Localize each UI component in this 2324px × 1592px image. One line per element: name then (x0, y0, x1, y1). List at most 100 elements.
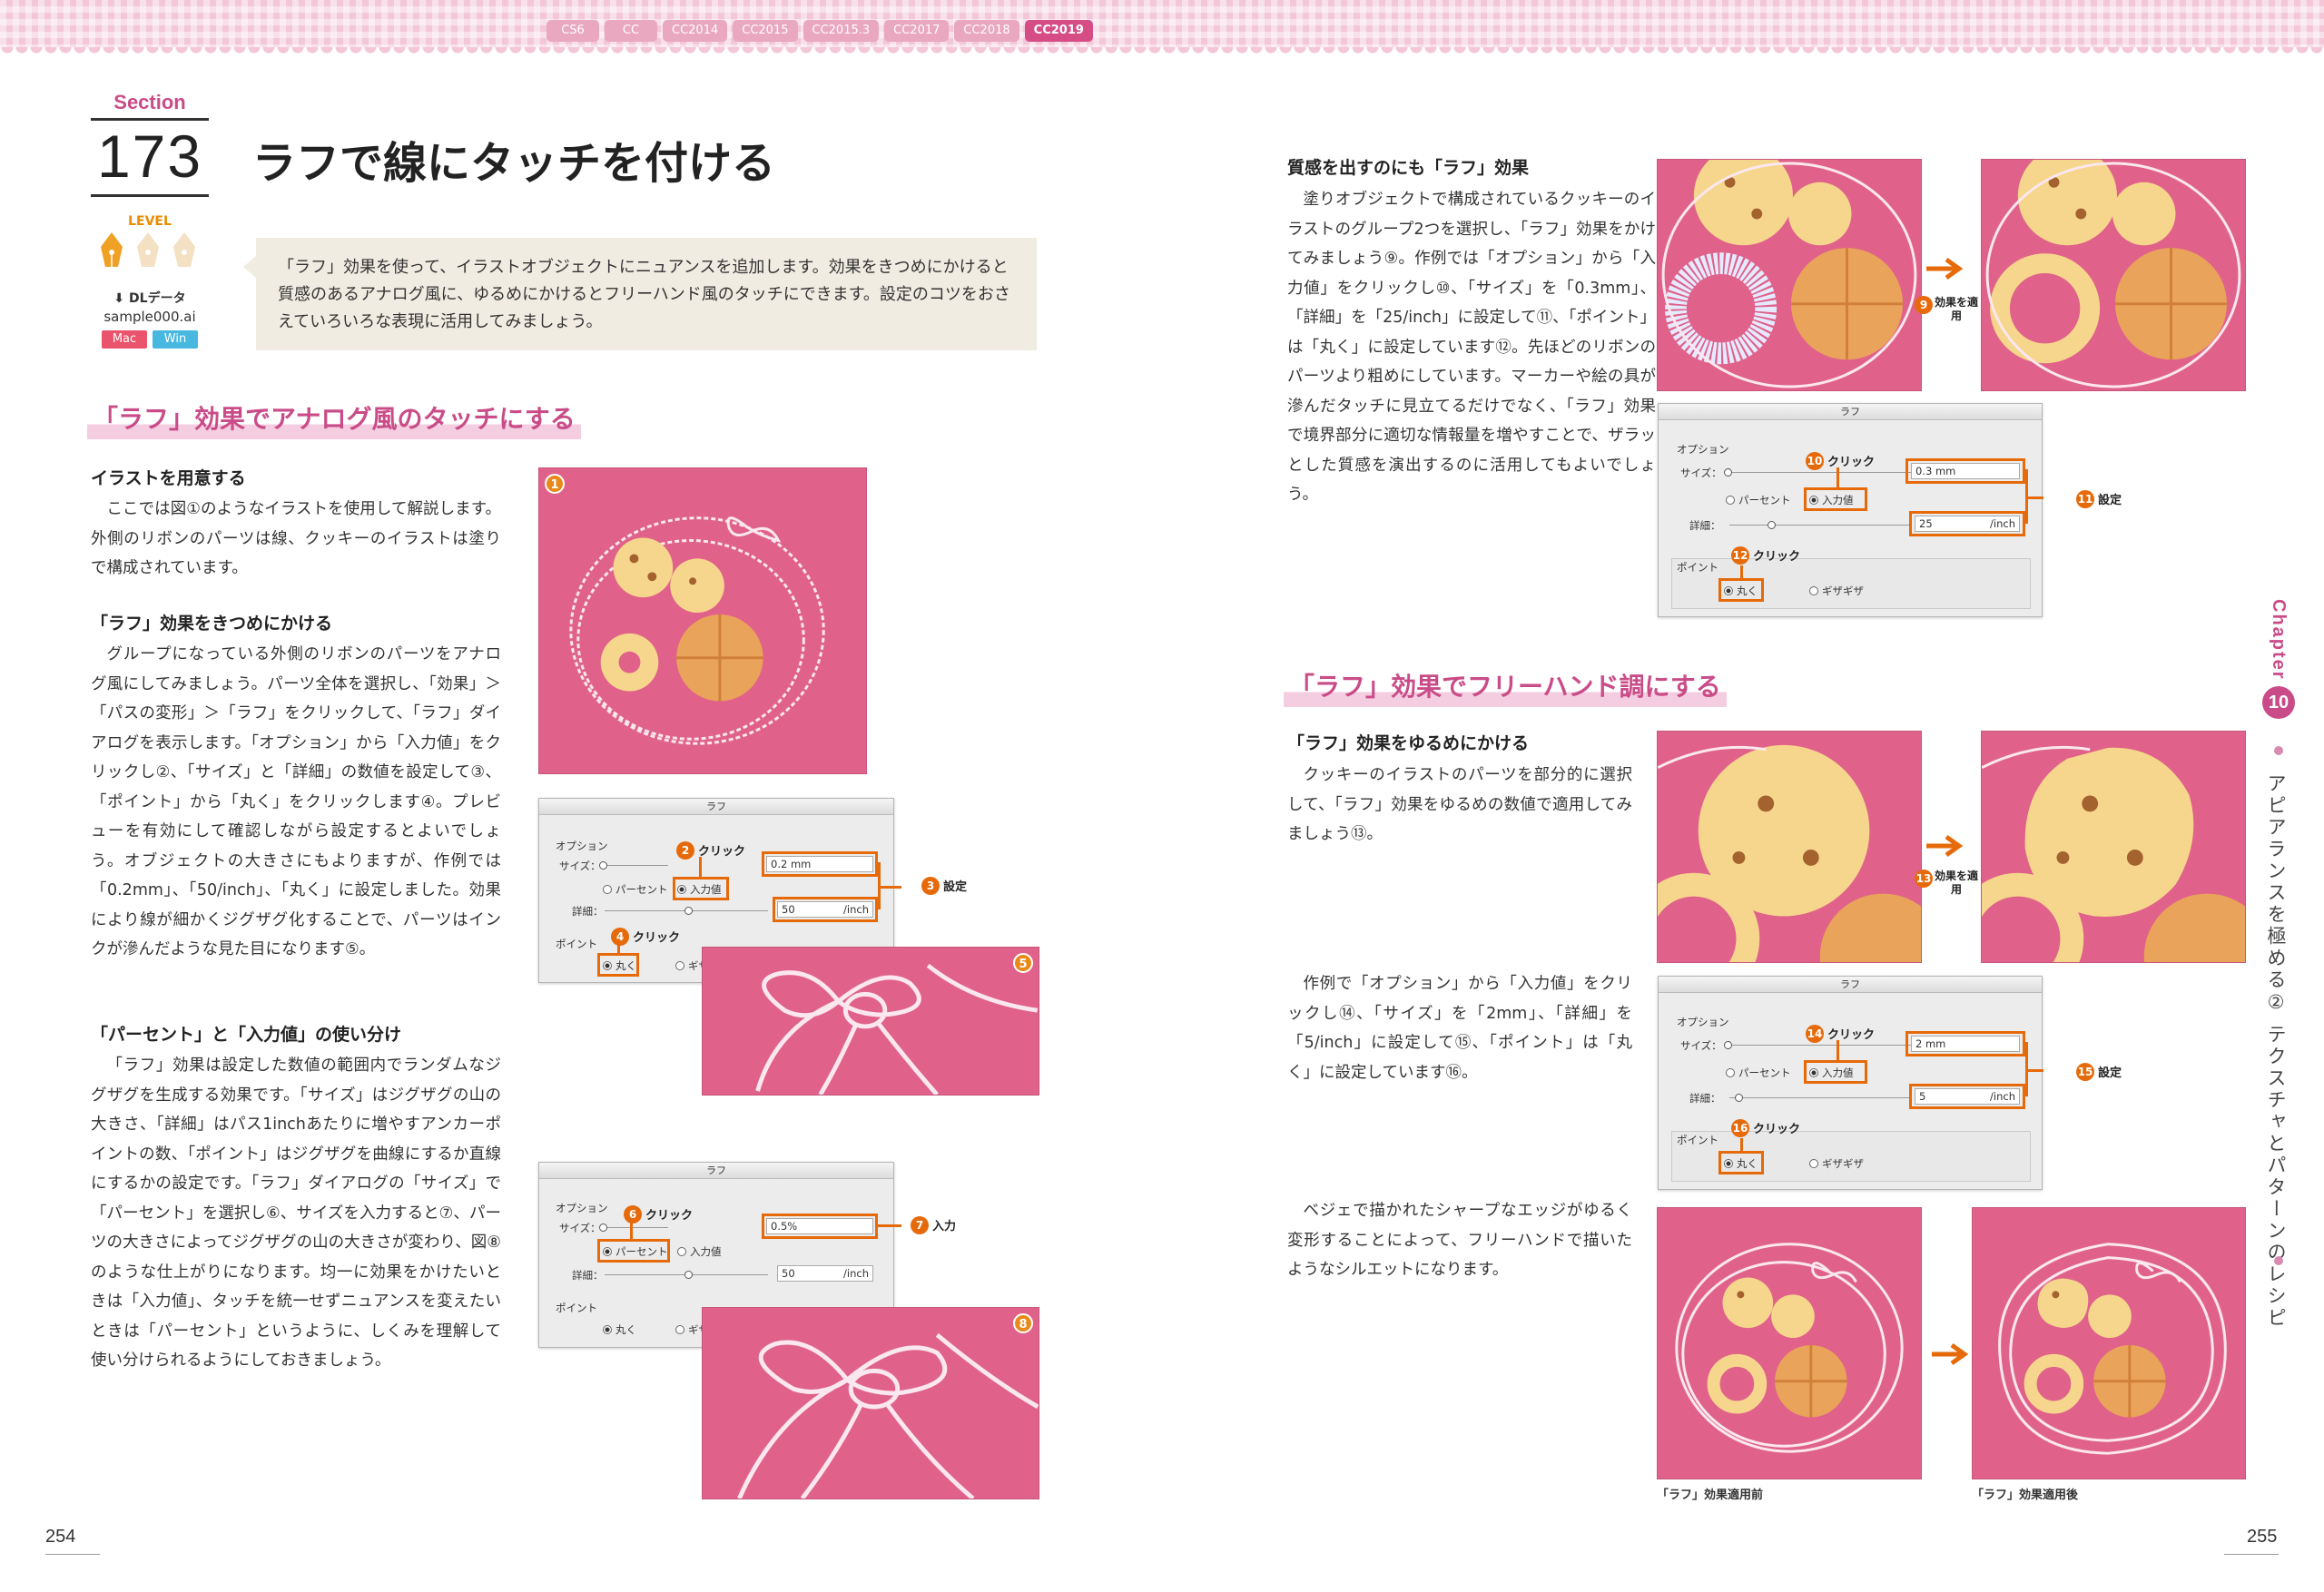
page-number-right: 255 (2247, 1527, 2278, 1547)
size-input[interactable]: 0.2 mm (766, 856, 873, 872)
slider-knob[interactable] (684, 907, 693, 915)
slider-knob[interactable] (599, 1223, 607, 1232)
slider-knob[interactable] (1724, 1041, 1732, 1049)
version-pill: CC2017 (884, 20, 950, 42)
detail-input[interactable]: 50/inch (777, 901, 873, 918)
cookie-ribbon-illustration (1998, 1243, 2227, 1455)
absolute-radio[interactable]: 入力値 (677, 882, 722, 897)
size-label: サイズ： (559, 860, 601, 872)
download-icon: ⬇ (113, 291, 130, 306)
smooth-radio[interactable]: 丸く (603, 958, 636, 973)
divider (2224, 1554, 2279, 1555)
version-bar: CS6 CC CC2014 CC2015 CC2015.3 CC2017 CC2… (547, 20, 1093, 42)
cookie-ribbon-illustration (1675, 1243, 1904, 1453)
detail-label: 詳細： (1689, 519, 1721, 532)
detail-slider[interactable] (1729, 525, 1911, 526)
options-label: オプション (556, 840, 608, 852)
detail-slider[interactable] (1729, 1097, 1911, 1098)
highlight-box (1905, 458, 2025, 484)
roughen-dialog-freehand: ラフ オプション サイズ： 2 mm パーセント 入力値 詳細： 5/inch … (1658, 976, 2043, 1190)
body-text: 「ラフ」効果は設定した数値の範囲内でランダムなジグザグを生成する効果です。「サイ… (91, 1056, 501, 1370)
section-label: Section (113, 91, 186, 113)
slider-knob[interactable] (599, 861, 607, 870)
lead-text: 「ラフ」効果を使って、イラストオブジェクトにニュアンスを追加します。効果をきつめ… (243, 238, 1037, 350)
radio-icon (677, 1247, 686, 1256)
version-pill: CC2015 (733, 20, 798, 42)
options-label: オプション (556, 1202, 608, 1214)
version-pill-active: CC2019 (1024, 20, 1093, 42)
illustration-final-after (1972, 1207, 2246, 1479)
size-input[interactable]: 2 mm (1911, 1036, 2020, 1052)
slider-knob[interactable] (1768, 521, 1776, 529)
download-label: ⬇ DLデータ (113, 291, 186, 306)
detail-input[interactable]: 25/inch (1915, 516, 2020, 532)
size-slider[interactable] (605, 865, 668, 866)
size-slider[interactable] (1729, 472, 1911, 473)
illustration-cookies-ribbon: 1 (538, 467, 867, 774)
arrow-right-icon (1926, 834, 1964, 858)
highlight-box (1909, 1084, 2025, 1109)
radio-icon (1724, 586, 1733, 595)
subheading: 「ラフ」効果をきつめにかける (91, 614, 333, 634)
smooth-radio[interactable]: 丸く (603, 1322, 636, 1337)
dialog-title: ラフ (1659, 977, 2042, 993)
divider (91, 194, 209, 197)
os-tag-mac: Mac (102, 330, 147, 349)
size-slider[interactable] (605, 1227, 668, 1228)
corner-radio[interactable]: ギザギザ (1809, 584, 1864, 598)
smooth-radio[interactable]: 丸く (1724, 1156, 1758, 1171)
size-label: サイズ： (1680, 467, 1722, 479)
percent-radio[interactable]: パーセント (603, 882, 668, 897)
version-pill: CC2015.3 (803, 20, 880, 42)
callout-line (2025, 496, 2043, 499)
radio-icon (1809, 586, 1818, 595)
radio-icon (1724, 1159, 1733, 1168)
detail-input[interactable]: 5/inch (1915, 1088, 2020, 1105)
radio-icon (677, 885, 686, 894)
radio-icon (1809, 1068, 1818, 1077)
percent-radio[interactable]: パーセント (603, 1244, 668, 1259)
lace-border (0, 47, 2324, 58)
size-input[interactable]: 0.3 mm (1911, 463, 2020, 479)
divider (91, 118, 209, 121)
roughen-dialog-texture: ラフ オプション サイズ： 0.3 mm パーセント 入力値 詳細： 25/in… (1658, 403, 2043, 617)
detail-input[interactable]: 50/inch (777, 1265, 873, 1282)
radio-icon (1726, 1068, 1735, 1077)
callout-line (1740, 565, 1743, 578)
smooth-radio[interactable]: 丸く (1724, 584, 1758, 598)
highlight-box (1804, 487, 1867, 511)
callout-line (630, 1221, 633, 1239)
radio-icon (603, 1247, 612, 1256)
slider-knob[interactable] (1735, 1094, 1743, 1102)
radio-icon (1809, 1159, 1818, 1168)
size-slider[interactable] (1729, 1045, 1911, 1046)
radio-icon (675, 1325, 684, 1334)
cookie-closeup (1658, 744, 1921, 962)
version-pill: CS6 (547, 20, 599, 42)
slider-knob[interactable] (1724, 468, 1732, 477)
corner-radio[interactable]: ギザギザ (1809, 1156, 1864, 1171)
slider-knob[interactable] (684, 1271, 693, 1279)
version-pill: CC2018 (954, 20, 1019, 42)
highlight-box (1909, 511, 2025, 536)
cookie-ribbon-illustration (569, 516, 825, 745)
page-number-left: 254 (45, 1527, 76, 1547)
percent-radio[interactable]: パーセント (1726, 493, 1791, 507)
callout-line (1740, 1138, 1743, 1151)
size-label: サイズ： (559, 1222, 601, 1234)
size-input[interactable]: 0.5% (766, 1218, 873, 1234)
radio-icon (603, 1325, 612, 1334)
highlight-box (1718, 1151, 1764, 1174)
subheading: 質感を出すのにも「ラフ」効果 (1287, 158, 1530, 178)
percent-radio[interactable]: パーセント (1726, 1066, 1791, 1080)
os-tag-win: Win (153, 330, 198, 349)
cookie-illustration (1985, 160, 2241, 388)
absolute-radio[interactable]: 入力値 (677, 1244, 722, 1259)
absolute-radio[interactable]: 入力値 (1809, 493, 1854, 507)
absolute-radio[interactable]: 入力値 (1809, 1066, 1854, 1080)
ribbon-closeup (737, 1332, 1039, 1499)
